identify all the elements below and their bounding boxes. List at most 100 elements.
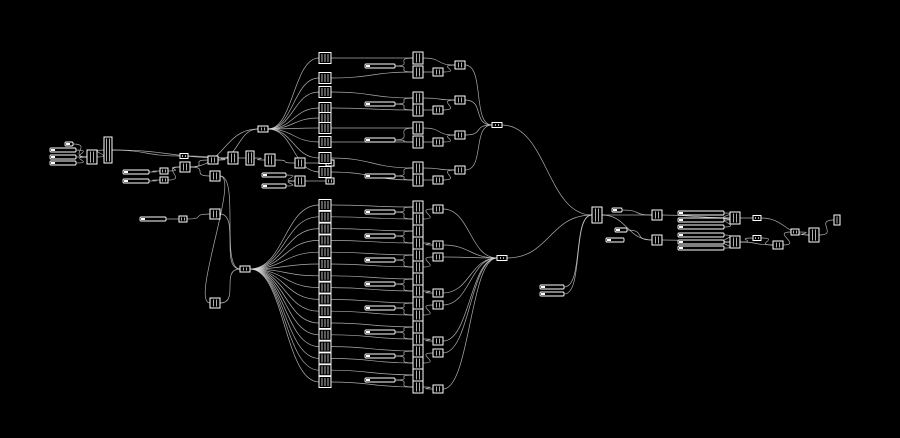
component-node[interactable] [245, 150, 255, 166]
component-node[interactable] [294, 157, 306, 169]
component-node[interactable] [432, 67, 444, 77]
component-node[interactable] [496, 255, 508, 261]
number-slider[interactable] [64, 141, 74, 147]
component-node[interactable] [318, 352, 332, 365]
component-node[interactable] [412, 200, 424, 214]
component-node[interactable] [432, 240, 444, 250]
component-node[interactable] [790, 228, 800, 236]
number-slider[interactable] [364, 353, 396, 359]
component-node[interactable] [454, 165, 466, 175]
number-slider[interactable] [122, 178, 150, 184]
component-node[interactable] [318, 340, 332, 353]
component-node[interactable] [412, 224, 424, 238]
component-node[interactable] [318, 293, 332, 306]
component-node[interactable] [318, 199, 332, 211]
component-node[interactable] [318, 328, 332, 341]
number-slider[interactable] [364, 257, 396, 263]
component-node[interactable] [318, 364, 332, 377]
number-slider[interactable] [539, 284, 565, 290]
component-node[interactable] [412, 368, 424, 382]
component-node[interactable] [318, 136, 332, 148]
number-slider[interactable] [122, 169, 150, 175]
component-node[interactable] [412, 51, 424, 65]
number-slider[interactable] [364, 137, 396, 143]
component-node[interactable] [412, 135, 424, 149]
component-node[interactable] [318, 152, 332, 164]
component-node[interactable] [412, 212, 424, 226]
component-node[interactable] [432, 252, 444, 262]
component-node[interactable] [651, 209, 663, 221]
component-node[interactable] [412, 356, 424, 370]
number-slider[interactable] [139, 216, 167, 222]
component-node[interactable] [179, 161, 191, 173]
component-node[interactable] [432, 348, 444, 358]
component-node[interactable] [454, 130, 466, 140]
component-node[interactable] [86, 149, 98, 165]
component-node[interactable] [752, 215, 762, 221]
component-node[interactable] [432, 300, 444, 310]
component-node[interactable] [412, 296, 424, 310]
number-slider[interactable] [364, 63, 396, 69]
component-node[interactable] [412, 173, 424, 187]
number-slider[interactable] [364, 173, 396, 179]
component-node[interactable] [412, 272, 424, 286]
component-node[interactable] [325, 177, 335, 185]
component-node[interactable] [318, 112, 332, 124]
number-slider[interactable] [677, 239, 725, 245]
component-node[interactable] [318, 269, 332, 282]
component-node[interactable] [833, 214, 841, 226]
component-node[interactable] [318, 305, 332, 318]
component-node[interactable] [752, 235, 762, 241]
component-node[interactable] [651, 234, 663, 246]
number-slider[interactable] [364, 233, 396, 239]
number-slider[interactable] [614, 227, 628, 233]
component-node[interactable] [412, 161, 424, 175]
component-node[interactable] [318, 317, 332, 329]
component-node[interactable] [808, 227, 820, 243]
component-node[interactable] [318, 102, 332, 114]
number-slider[interactable] [261, 172, 287, 178]
number-slider[interactable] [677, 210, 725, 216]
component-node[interactable] [454, 60, 466, 70]
component-node[interactable] [257, 125, 269, 133]
component-node[interactable] [318, 222, 332, 235]
number-slider[interactable] [364, 329, 396, 335]
component-node[interactable] [432, 288, 444, 298]
component-node[interactable] [318, 281, 332, 294]
component-node[interactable] [432, 384, 444, 394]
number-slider[interactable] [611, 207, 623, 213]
component-node[interactable] [103, 136, 113, 164]
component-node[interactable] [318, 122, 332, 134]
number-slider[interactable] [261, 183, 287, 189]
component-node[interactable] [412, 236, 424, 250]
component-node[interactable] [412, 260, 424, 274]
number-slider[interactable] [364, 377, 396, 383]
component-node[interactable] [294, 175, 306, 187]
component-node[interactable] [318, 52, 332, 64]
component-node[interactable] [412, 284, 424, 298]
component-node[interactable] [591, 206, 603, 224]
number-slider[interactable] [364, 101, 396, 107]
number-slider[interactable] [364, 305, 396, 311]
component-node[interactable] [412, 248, 424, 262]
component-node[interactable] [412, 332, 424, 346]
component-node[interactable] [318, 246, 332, 259]
component-node[interactable] [318, 234, 332, 247]
component-node[interactable] [209, 170, 221, 182]
component-node[interactable] [207, 155, 219, 165]
number-slider[interactable] [49, 147, 77, 153]
component-node[interactable] [432, 204, 444, 214]
component-node[interactable] [432, 137, 444, 147]
component-node[interactable] [772, 240, 784, 250]
number-slider[interactable] [605, 237, 625, 243]
component-node[interactable] [412, 103, 424, 117]
component-node[interactable] [209, 208, 221, 220]
number-slider[interactable] [49, 160, 77, 166]
component-node[interactable] [432, 175, 444, 185]
number-slider[interactable] [364, 281, 396, 287]
component-node[interactable] [432, 105, 444, 115]
component-node[interactable] [412, 320, 424, 334]
component-node[interactable] [318, 376, 332, 388]
component-node[interactable] [412, 344, 424, 358]
